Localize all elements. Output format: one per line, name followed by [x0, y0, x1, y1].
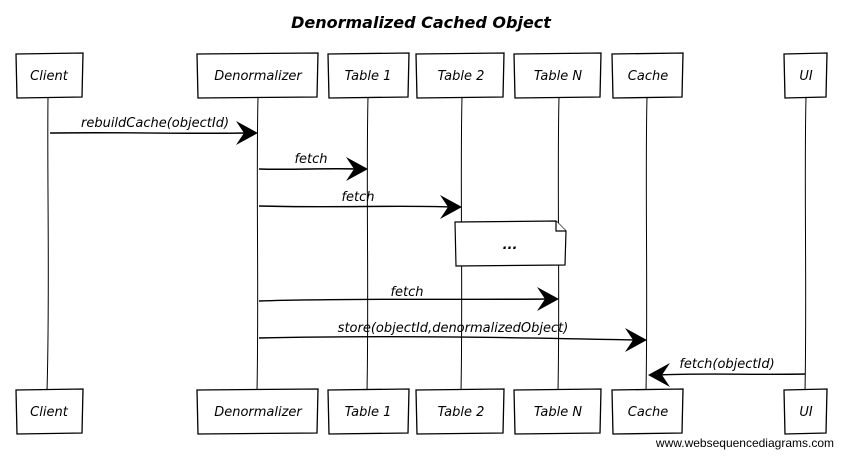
participant-label: Denormalizer: [214, 405, 303, 420]
arrowhead-icon: [440, 195, 462, 219]
participant-label: Table 1: [345, 405, 392, 420]
arrowhead-icon: [346, 157, 368, 181]
arrowhead-icon: [236, 121, 258, 145]
participant-ui-bottom: UI: [783, 388, 828, 435]
participant-cache-top: Cache: [611, 52, 684, 99]
participant-label: Table N: [534, 405, 583, 420]
participant-client-top: Client: [15, 52, 84, 99]
watermark-link[interactable]: www.websequencediagrams.com: [655, 436, 834, 450]
participant-table1-top: Table 1: [327, 52, 410, 99]
message-rebuild-cache: rebuildCache(objectId): [49, 116, 258, 145]
message-line: [659, 373, 806, 376]
message-store: store(objectId,denormalizedObject): [258, 321, 647, 352]
participant-label: Cache: [628, 69, 668, 84]
message-fetch-tablen: fetch: [258, 285, 559, 311]
message-line: [49, 132, 247, 134]
participant-tablen-top: Table N: [513, 52, 602, 99]
participant-client-bottom: Client: [15, 388, 84, 435]
participant-table1-bottom: Table 1: [327, 388, 410, 435]
diagram-title: Denormalized Cached Object: [291, 13, 552, 32]
participant-ui-top: UI: [783, 52, 828, 99]
message-label: fetch: [294, 152, 327, 167]
note-text: ...: [503, 238, 518, 253]
messages: rebuildCache(objectId) fetch fetch fetch: [49, 116, 806, 387]
participant-label: Client: [30, 405, 69, 420]
participants-bottom: Client Denormalizer Table 1 Table 2 Tabl…: [15, 388, 828, 435]
message-fetch-object: fetch(objectId): [648, 357, 806, 387]
participant-table2-top: Table 2: [415, 52, 505, 99]
lifeline-denormalizer: [256, 96, 259, 392]
participant-label: Table 2: [438, 69, 485, 84]
participant-label: Table 2: [438, 405, 485, 420]
participant-label: Denormalizer: [214, 69, 303, 84]
message-fetch-table2: fetch: [258, 190, 462, 219]
message-label: fetch(objectId): [679, 357, 774, 372]
participant-label: UI: [799, 405, 813, 420]
participant-label: Cache: [628, 405, 668, 420]
message-line: [258, 205, 451, 208]
message-label: rebuildCache(objectId): [81, 116, 229, 131]
participants-top: Client Denormalizer Table 1 Table 2 Tabl…: [15, 52, 828, 99]
lifelines: [46, 96, 807, 392]
message-line: [258, 298, 548, 302]
message-line: [258, 168, 357, 170]
participant-table2-bottom: Table 2: [415, 388, 505, 435]
lifeline-client: [46, 96, 49, 392]
participant-label: Table N: [534, 69, 583, 84]
participant-denormalizer-top: Denormalizer: [196, 52, 319, 99]
message-fetch-table1: fetch: [258, 152, 368, 181]
participant-cache-bottom: Cache: [611, 388, 684, 435]
participant-label: Client: [30, 69, 69, 84]
participant-tablen-bottom: Table N: [513, 388, 602, 435]
message-label: fetch: [341, 190, 374, 205]
note: ...: [454, 220, 567, 267]
lifeline-cache: [645, 96, 648, 392]
participant-label: Table 1: [345, 69, 392, 84]
participant-label: UI: [799, 69, 813, 84]
lifeline-ui: [804, 96, 807, 392]
message-label: fetch: [390, 285, 423, 300]
participant-denormalizer-bottom: Denormalizer: [196, 388, 319, 435]
message-line: [258, 336, 636, 341]
lifeline-table1: [366, 96, 369, 392]
arrowhead-icon: [648, 363, 670, 387]
message-label: store(objectId,denormalizedObject): [338, 321, 569, 336]
arrowhead-icon: [537, 287, 559, 311]
arrowhead-icon: [625, 328, 647, 352]
